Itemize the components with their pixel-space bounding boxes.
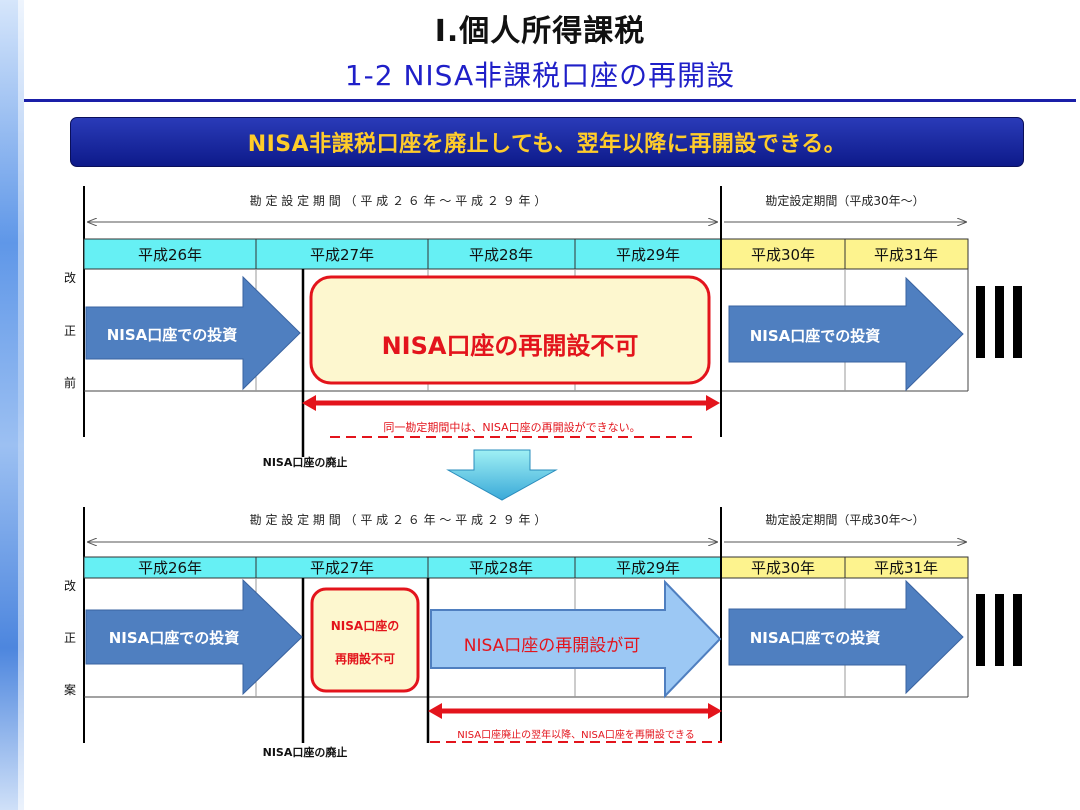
restriction-note: 同一勘定期間中は、NISA口座の再開設ができない。 bbox=[383, 420, 640, 434]
no-reopen-box-line1: NISA口座の bbox=[331, 618, 399, 633]
year-label: 平成31年 bbox=[874, 559, 938, 577]
year-label: 平成30年 bbox=[751, 559, 815, 577]
period-label-2: 勘定設定期間（平成30年～） bbox=[765, 193, 924, 208]
row-label-char: 改 bbox=[64, 579, 76, 593]
row-label-char: 正 bbox=[64, 631, 76, 645]
year-label: 平成28年 bbox=[469, 559, 533, 577]
summary-banner: NISA非課税口座を廃止しても、翌年以降に再開設できる。 bbox=[70, 117, 1024, 167]
investment-arrow-right-label: NISA口座での投資 bbox=[750, 629, 881, 647]
investment-arrow-left-label: NISA口座での投資 bbox=[109, 629, 240, 647]
abolish-label: NISA口座の廃止 bbox=[263, 455, 348, 469]
transition-down-arrow bbox=[446, 449, 558, 501]
period-label-1: 勘 定 設 定 期 間 （ 平 成 ２ ６ 年 ～ 平 成 ２ ９ 年 ） bbox=[250, 193, 547, 208]
year-label: 平成27年 bbox=[310, 559, 374, 577]
sidebar-decoration bbox=[0, 0, 24, 810]
section-before: 勘 定 設 定 期 間 （ 平 成 ２ ６ 年 ～ 平 成 ２ ９ 年 ） 勘定… bbox=[64, 186, 1022, 469]
no-reopen-box-label: NISA口座の再開設不可 bbox=[382, 332, 639, 360]
row-label-char: 正 bbox=[64, 324, 76, 338]
title-divider bbox=[24, 99, 1076, 102]
reopen-note: NISA口座廃止の翌年以降、NISA口座を再開設できる bbox=[457, 728, 694, 741]
year-label: 平成29年 bbox=[616, 246, 680, 264]
row-label-char: 前 bbox=[64, 375, 76, 390]
continuation-bar bbox=[1013, 286, 1022, 358]
continuation-bar bbox=[976, 594, 985, 666]
row-label-char: 案 bbox=[64, 682, 76, 697]
abolish-label: NISA口座の廃止 bbox=[263, 745, 348, 759]
investment-arrow-right bbox=[728, 579, 964, 695]
year-label: 平成28年 bbox=[469, 246, 533, 264]
investment-arrow-right bbox=[728, 276, 964, 392]
reopen-allowed-label: NISA口座の再開設が可 bbox=[464, 636, 640, 656]
page-subtitle: 1-2 NISA非課税口座の再開設 bbox=[344, 59, 736, 92]
continuation-bar bbox=[995, 594, 1004, 666]
investment-arrow-left bbox=[85, 275, 301, 391]
no-reopen-box-line2: 再開設不可 bbox=[335, 651, 395, 666]
year-header-cyan bbox=[83, 238, 722, 270]
year-label: 平成26年 bbox=[138, 559, 202, 577]
year-label: 平成27年 bbox=[310, 246, 374, 264]
reopen-allowed-arrow bbox=[430, 579, 722, 699]
continuation-bar bbox=[976, 286, 985, 358]
investment-arrow-left-label: NISA口座での投資 bbox=[107, 326, 238, 344]
year-label: 平成30年 bbox=[751, 246, 815, 264]
investment-arrow-left bbox=[85, 578, 303, 696]
page-title: Ⅰ.個人所得課税 bbox=[434, 14, 646, 49]
row-label-char: 改 bbox=[64, 271, 76, 285]
continuation-bar bbox=[995, 286, 1004, 358]
year-label: 平成29年 bbox=[616, 559, 680, 577]
investment-arrow-right-label: NISA口座での投資 bbox=[750, 327, 881, 345]
section-after: 勘 定 設 定 期 間 （ 平 成 ２ ６ 年 ～ 平 成 ２ ９ 年 ） 勘定… bbox=[64, 507, 1022, 759]
year-label: 平成26年 bbox=[138, 246, 202, 264]
year-label: 平成31年 bbox=[874, 246, 938, 264]
period-label-2: 勘定設定期間（平成30年～） bbox=[765, 512, 924, 527]
no-reopen-box bbox=[309, 275, 711, 385]
period-label-1: 勘 定 設 定 期 間 （ 平 成 ２ ６ 年 ～ 平 成 ２ ９ 年 ） bbox=[250, 512, 547, 527]
no-reopen-box bbox=[310, 587, 420, 693]
continuation-bar bbox=[1013, 594, 1022, 666]
